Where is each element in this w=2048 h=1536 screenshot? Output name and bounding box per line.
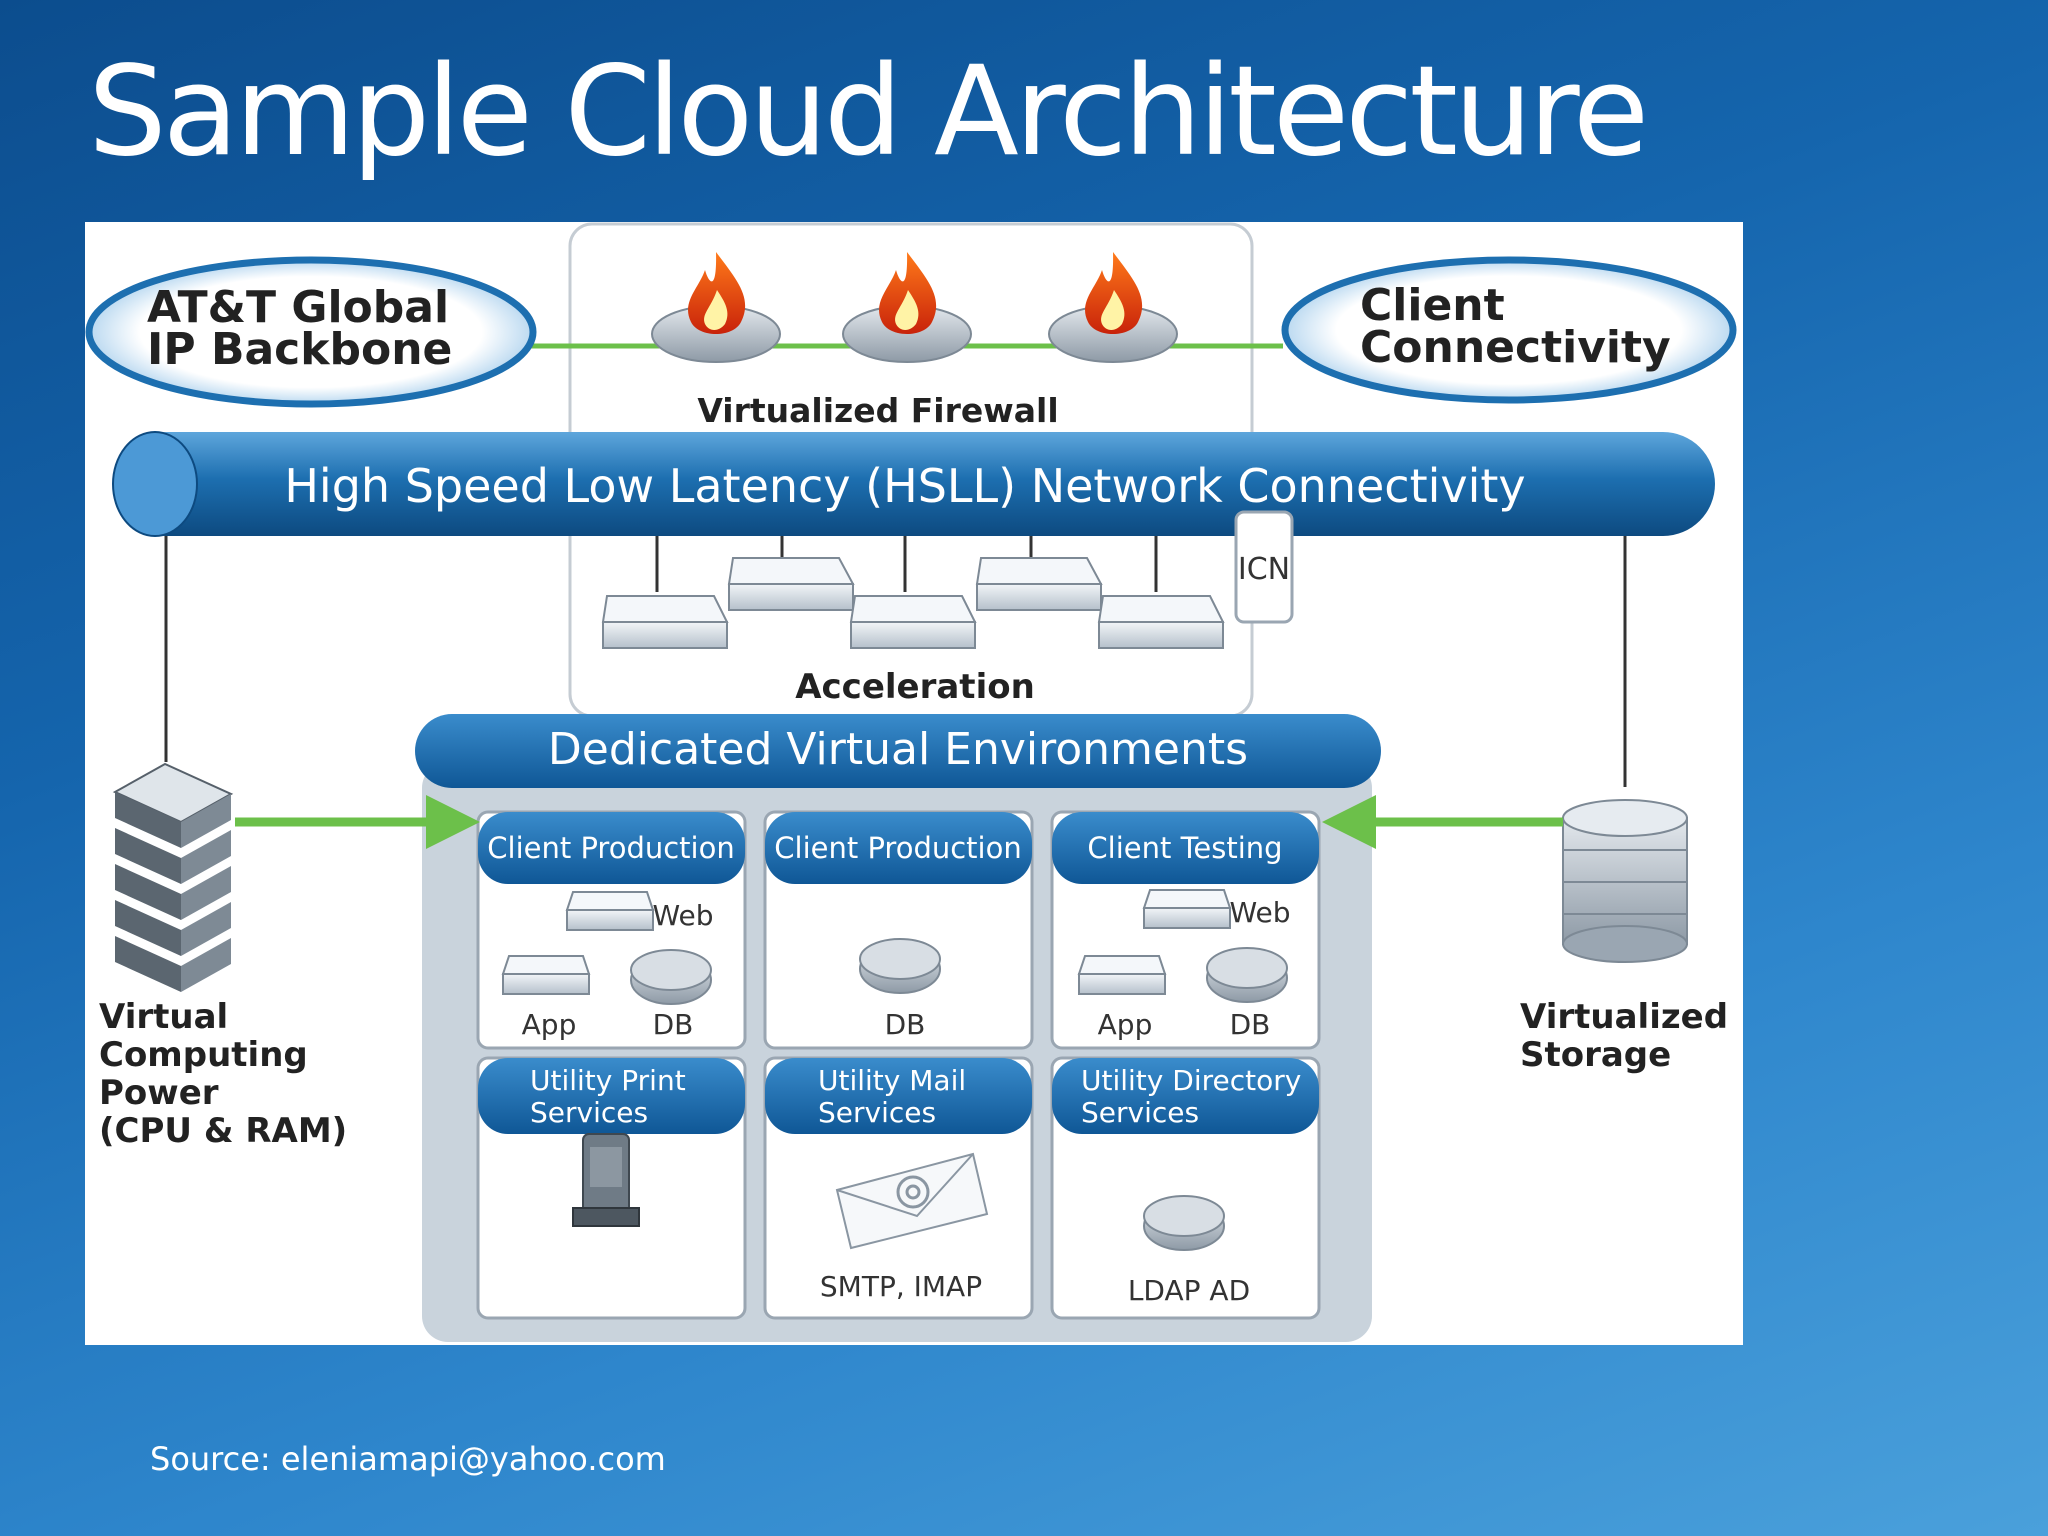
database-icon (1143, 1195, 1225, 1251)
compute-label: Virtual Computing Power (CPU & RAM) (99, 997, 347, 1151)
db-label: DB (885, 1008, 926, 1041)
env-client-testing: Client Testing Web App DB (1050, 810, 1321, 1050)
backbone-label-line1: AT&T Global (147, 282, 449, 333)
app-label: App (1098, 1008, 1153, 1041)
utility-mail-services: Utility Mail Services SMTP, IMAP (763, 1056, 1034, 1320)
utility-title-line1: Utility Print (530, 1064, 686, 1097)
svg-text:Storage: Storage (1520, 1035, 1671, 1075)
svg-text:Computing: Computing (99, 1035, 308, 1075)
acceleration-label: Acceleration (795, 667, 1035, 707)
env-client-production-1: Client Production Web App DB (476, 810, 747, 1050)
env-title: Client Production (774, 831, 1021, 865)
web-server-icon (1142, 889, 1232, 929)
app-server-icon (1077, 955, 1167, 995)
utility-title-line1: Utility Mail (818, 1064, 966, 1097)
appliance-5 (1097, 595, 1225, 649)
env-title: Client Testing (1087, 831, 1282, 865)
dve-header: Dedicated Virtual Environments (415, 714, 1381, 788)
app-label: App (522, 1008, 577, 1041)
client-conn-label-line1: Client (1360, 280, 1505, 331)
dve-label: Dedicated Virtual Environments (548, 724, 1248, 775)
icn-label: ICN (1238, 552, 1290, 587)
firewall-3 (1048, 252, 1178, 363)
email-envelope-icon (835, 1152, 989, 1250)
source-credit: Source: eleniamapi@yahoo.com (150, 1440, 666, 1478)
firewall-2 (842, 252, 972, 363)
database-icon (859, 938, 941, 994)
backbone-ellipse: AT&T Global IP Backbone (85, 256, 537, 408)
appliance-1 (601, 595, 729, 649)
hsll-network-pipe: High Speed Low Latency (HSLL) Network Co… (112, 431, 1715, 537)
utility-print-services: Utility Print Services (476, 1056, 747, 1320)
utility-title-line2: Services (818, 1096, 936, 1129)
env-title: Client Production (487, 831, 734, 865)
backbone-label-line2: IP Backbone (147, 324, 452, 375)
storage-label: Virtualized Storage (1520, 997, 1728, 1075)
directory-caption: LDAP AD (1128, 1274, 1250, 1307)
server-stack-icon (112, 762, 234, 992)
architecture-diagram: AT&T Global IP Backbone Client Connectiv… (85, 222, 1743, 1345)
web-label: Web (1229, 896, 1290, 929)
printer-icon (572, 1133, 640, 1227)
firewall-1 (651, 252, 781, 363)
svg-text:Power: Power (99, 1073, 219, 1113)
db-label: DB (653, 1008, 694, 1041)
env-client-production-2: Client Production DB (763, 810, 1034, 1050)
client-conn-label-line2: Connectivity (1360, 322, 1671, 373)
storage-stack-icon (1562, 799, 1688, 963)
db-label: DB (1230, 1008, 1271, 1041)
mail-caption: SMTP, IMAP (820, 1270, 982, 1303)
svg-text:Virtualized: Virtualized (1520, 997, 1728, 1037)
appliance-4 (975, 557, 1103, 611)
web-server-icon (565, 891, 655, 931)
appliance-3 (849, 595, 977, 649)
app-server-icon (501, 955, 591, 995)
database-icon (630, 949, 712, 1005)
acceleration-appliances (601, 557, 1225, 649)
web-label: Web (652, 899, 713, 932)
firewall-label: Virtualized Firewall (697, 391, 1058, 430)
utility-title-line1: Utility Directory (1081, 1064, 1301, 1097)
utility-title-line2: Services (1081, 1096, 1199, 1129)
client-connectivity-ellipse: Client Connectivity (1281, 256, 1737, 404)
slide-title: Sample Cloud Architecture (88, 40, 1649, 184)
svg-text:Virtual: Virtual (99, 997, 228, 1037)
utility-title-line2: Services (530, 1096, 648, 1129)
database-icon (1206, 947, 1288, 1003)
hsll-label: High Speed Low Latency (HSLL) Network Co… (284, 459, 1525, 513)
icn-box: ICN (1234, 510, 1294, 624)
appliance-2 (727, 557, 855, 611)
utility-directory-services: Utility Directory Services LDAP AD (1050, 1056, 1321, 1320)
svg-text:(CPU & RAM): (CPU & RAM) (99, 1111, 347, 1151)
